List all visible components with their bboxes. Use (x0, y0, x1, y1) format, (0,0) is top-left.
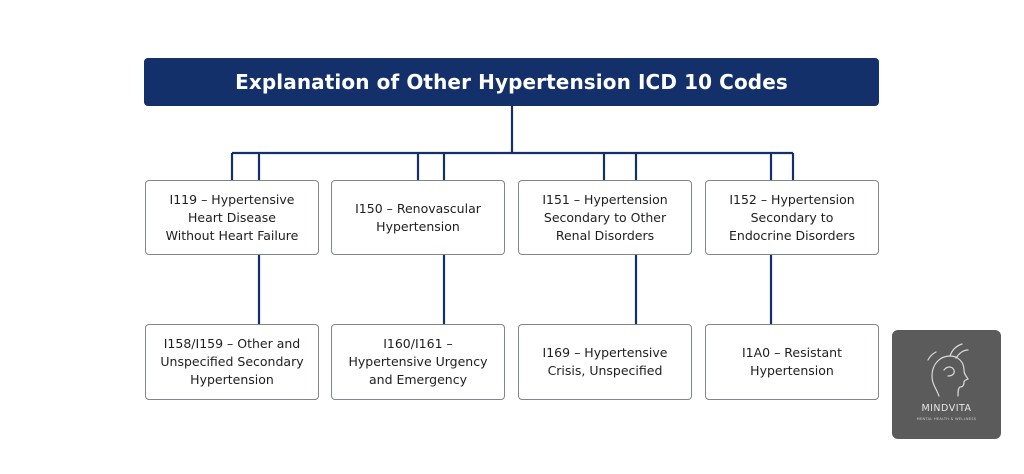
node-label: I169 – Hypertensive Crisis, Unspecified (542, 345, 668, 378)
node-label: I151 – Hypertension Secondary to Other R… (542, 191, 668, 243)
node-i152: I152 – Hypertension Secondary to Endocri… (705, 180, 879, 255)
mindvita-logo: MINDVITA MENTAL HEALTH & WELLNESS (892, 330, 1001, 439)
node-i151: I151 – Hypertension Secondary to Other R… (518, 180, 692, 255)
node-label: I119 – Hypertensive Heart Disease Withou… (165, 191, 299, 243)
node-i169: I169 – Hypertensive Crisis, Unspecified (518, 324, 692, 400)
diagram-title: Explanation of Other Hypertension ICD 10… (235, 70, 788, 94)
head-profile-icon (927, 343, 969, 397)
node-label: I160/I161 – Hypertensive Urgency and Eme… (348, 336, 488, 387)
node-i158-i159: I158/I159 – Other and Unspecified Second… (145, 324, 319, 400)
node-i1a0: I1A0 – Resistant Hypertension (705, 324, 879, 400)
logo-tagline: MENTAL HEALTH & WELLNESS (916, 417, 977, 421)
node-label: I152 – Hypertension Secondary to Endocri… (729, 191, 855, 243)
node-label: I150 – Renovascular Hypertension (355, 200, 481, 234)
diagram-title-bar: Explanation of Other Hypertension ICD 10… (144, 58, 879, 106)
node-i150: I150 – Renovascular Hypertension (331, 180, 505, 255)
node-i160-i161: I160/I161 – Hypertensive Urgency and Eme… (331, 324, 505, 400)
node-i119: I119 – Hypertensive Heart Disease Withou… (145, 180, 319, 255)
node-label: I1A0 – Resistant Hypertension (741, 345, 843, 378)
logo-wordmark: MINDVITA (921, 403, 972, 414)
node-label: I158/I159 – Other and Unspecified Second… (160, 336, 304, 387)
